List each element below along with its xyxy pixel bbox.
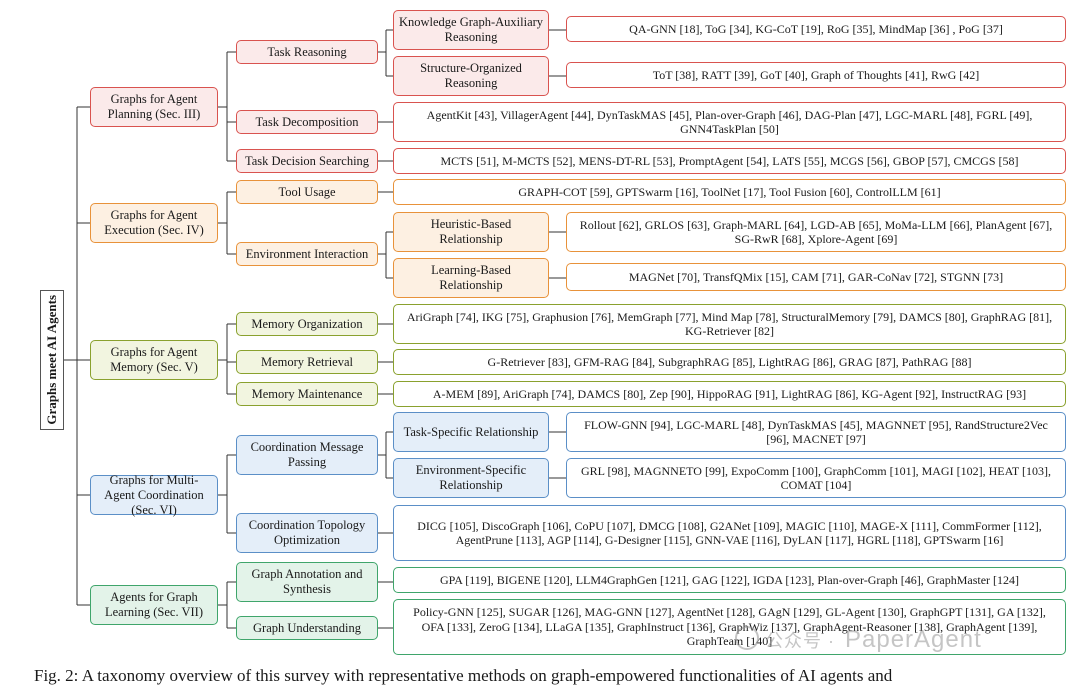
category-execution: Graphs for Agent Execution (Sec. IV) bbox=[90, 203, 218, 243]
methods-coordination-topology: DICG [105], DiscoGraph [106], CoPU [107]… bbox=[393, 505, 1066, 561]
methods-learning-based: MAGNet [70], TransfQMix [15], CAM [71], … bbox=[566, 263, 1066, 291]
methods-graph-annotation: GPA [119], BIGENE [120], LLM4GraphGen [1… bbox=[393, 567, 1066, 593]
watermark-text: PaperAgent bbox=[845, 626, 982, 653]
sub-task-decomposition: Task Decomposition bbox=[236, 110, 378, 134]
category-memory: Graphs for Agent Memory (Sec. V) bbox=[90, 340, 218, 380]
methods-graph-understanding: Policy-GNN [125], SUGAR [126], MAG-GNN [… bbox=[393, 599, 1066, 655]
sub-task-decision-searching: Task Decision Searching bbox=[236, 149, 378, 173]
sub-coordination-topology-optimization: Coordination Topology Optimization bbox=[236, 513, 378, 553]
methods-structure-organized: ToT [38], RATT [39], GoT [40], Graph of … bbox=[566, 62, 1066, 88]
figure-caption: Fig. 2: A taxonomy overview of this surv… bbox=[34, 666, 893, 685]
root-label: Graphs meet AI Agents bbox=[44, 295, 59, 425]
sub-graph-annotation-synthesis: Graph Annotation and Synthesis bbox=[236, 562, 378, 602]
subsub-structure-organized: Structure-Organized Reasoning bbox=[393, 56, 549, 96]
methods-task-decision-searching: MCTS [51], M-MCTS [52], MENS-DT-RL [53],… bbox=[393, 148, 1066, 174]
subsub-heuristic-based: Heuristic-Based Relationship bbox=[393, 212, 549, 252]
subsub-environment-specific: Environment-Specific Relationship bbox=[393, 458, 549, 498]
root-node: Graphs meet AI Agents bbox=[40, 290, 64, 430]
sub-tool-usage: Tool Usage bbox=[236, 180, 378, 204]
methods-memory-maintenance: A-MEM [89], AriGraph [74], DAMCS [80], Z… bbox=[393, 381, 1066, 407]
methods-tool-usage: GRAPH-COT [59], GPTSwarm [16], ToolNet [… bbox=[393, 179, 1066, 205]
sub-memory-maintenance: Memory Maintenance bbox=[236, 382, 378, 406]
methods-kg-auxiliary: QA-GNN [18], ToG [34], KG-CoT [19], RoG … bbox=[566, 16, 1066, 42]
sub-coordination-message-passing: Coordination Message Passing bbox=[236, 435, 378, 475]
subsub-kg-auxiliary: Knowledge Graph-Auxiliary Reasoning bbox=[393, 10, 549, 50]
sub-memory-organization: Memory Organization bbox=[236, 312, 378, 336]
sub-task-reasoning: Task Reasoning bbox=[236, 40, 378, 64]
sub-memory-retrieval: Memory Retrieval bbox=[236, 350, 378, 374]
sub-environment-interaction: Environment Interaction bbox=[236, 242, 378, 266]
category-learning: Agents for Graph Learning (Sec. VII) bbox=[90, 585, 218, 625]
wechat-icon bbox=[735, 626, 759, 650]
subsub-task-specific: Task-Specific Relationship bbox=[393, 412, 549, 452]
methods-heuristic-based: Rollout [62], GRLOS [63], Graph-MARL [64… bbox=[566, 212, 1066, 252]
category-planning: Graphs for Agent Planning (Sec. III) bbox=[90, 87, 218, 127]
methods-task-decomposition: AgentKit [43], VillagerAgent [44], DynTa… bbox=[393, 102, 1066, 142]
watermark-prefix: 公众号 · bbox=[765, 631, 835, 651]
sub-graph-understanding: Graph Understanding bbox=[236, 616, 378, 640]
watermark: 公众号 · PaperAgent bbox=[735, 626, 982, 654]
methods-task-specific: FLOW-GNN [94], LGC-MARL [48], DynTaskMAS… bbox=[566, 412, 1066, 452]
methods-memory-organization: AriGraph [74], IKG [75], Graphusion [76]… bbox=[393, 304, 1066, 344]
category-coordination: Graphs for Multi-Agent Coordination (Sec… bbox=[90, 473, 218, 517]
methods-environment-specific: GRL [98], MAGNNETO [99], ExpoComm [100],… bbox=[566, 458, 1066, 498]
subsub-learning-based: Learning-Based Relationship bbox=[393, 258, 549, 298]
methods-memory-retrieval: G-Retriever [83], GFM-RAG [84], Subgraph… bbox=[393, 349, 1066, 375]
